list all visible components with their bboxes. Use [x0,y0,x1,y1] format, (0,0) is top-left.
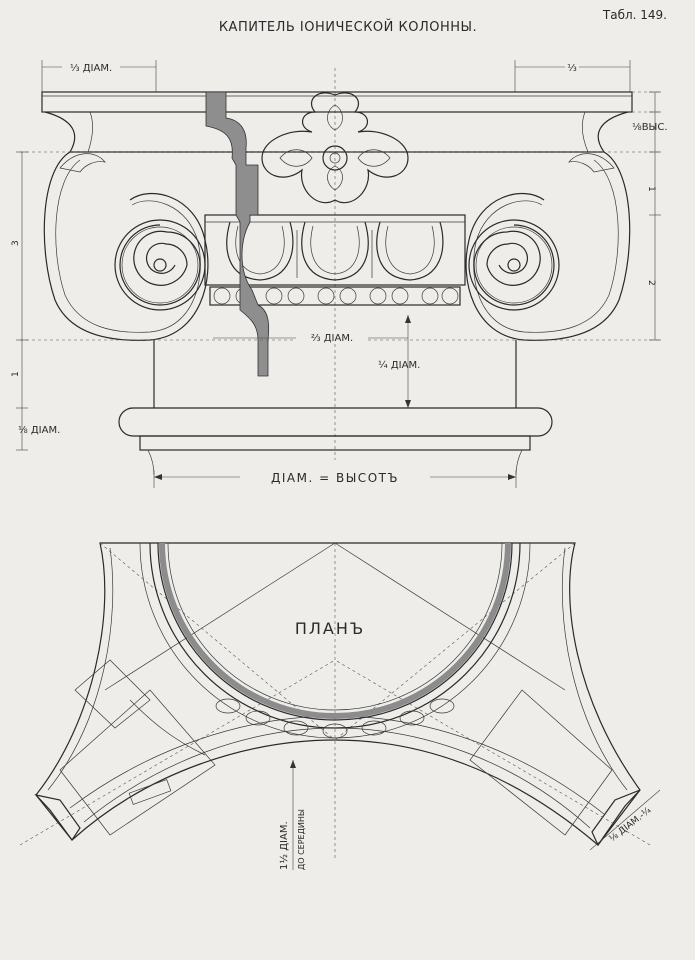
plan-corner-right [469,689,641,847]
plan-bead-row [215,698,455,739]
plan-corner-left [34,659,216,842]
volute-right-spiral [468,219,560,311]
plan-shaded-ring [159,542,511,719]
cushion-left [44,111,76,153]
label-left-bottom: ⅛ ДІАМ. [18,425,60,436]
leaf-ornament-right [568,153,615,173]
neck-astragal [118,407,553,437]
plan-outline [35,542,641,846]
profile-section-hatched [205,91,270,377]
label-right-2: 2 [646,280,656,286]
label-left-3: 3 [11,240,21,246]
label-right-1: 1 [646,186,656,192]
plan-outer-circle [149,542,521,729]
egg-and-dart [226,221,444,281]
plan-title: ПЛАНЪ [295,619,365,638]
volute-left-spiral [114,219,206,311]
label-bottom: ДІАМ. = ВЫСОТЪ [271,471,399,485]
plan-dim-corner [589,789,661,851]
plan-label-vertical-2: ДО СЕРЕДИНЫ [297,809,306,870]
cushion-right [597,111,629,153]
plate-title: КАПИТЕЛЬ ІОНИЧЕСКОЙ КОЛОННЫ. [219,19,477,35]
neck-fillet [139,435,531,451]
volute-right-outline [465,151,631,341]
label-top-right: ⅓ [567,63,577,74]
label-center: ⅔ ДІАМ. [311,333,353,344]
label-center-right: ¼ ДІАМ. [378,359,420,371]
elevation-view: ⅓ ДІАМ. ⅓ ⅛ВЫС. 1 2 3 1 ⅛ ДІАМ. ⅔ ДІАМ. … [11,60,668,488]
plan-label-corner: ⅛ ДІАМ.-¼ [608,806,654,845]
construction-line-2 [334,542,566,691]
leaf-ornament-left [59,153,106,173]
label-right-abacus: ⅛ВЫС. [632,122,668,133]
volute-left-outline [43,151,209,341]
plan-view: ПЛАНЪ 1½ ДІАМ. ДО СЕРЕДИНЫ ⅛ ДІАМ.-¼ [19,542,661,870]
construction-line-1 [104,542,336,691]
label-top-left: ⅓ ДІАМ. [70,63,112,74]
table-number: Табл. 149. [602,8,667,22]
label-left-1: 1 [11,371,21,377]
plan-label-vertical-1: 1½ ДІАМ. [278,821,290,870]
echinus [204,214,466,286]
rosette [261,92,409,204]
abacus [41,91,633,113]
